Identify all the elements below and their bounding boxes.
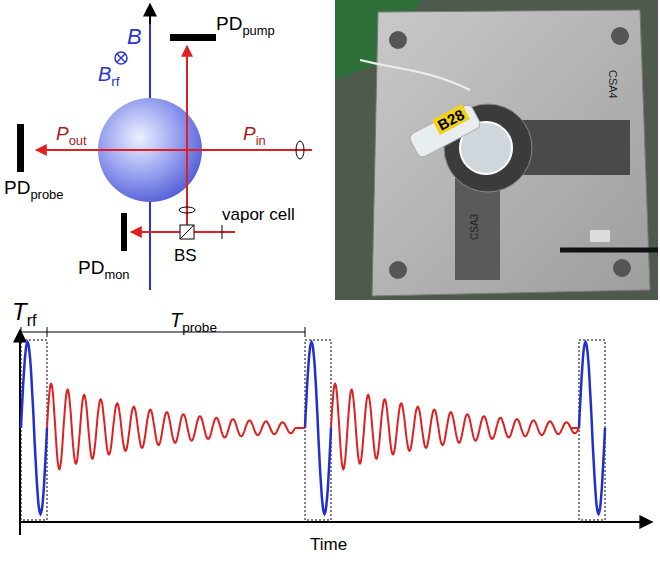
subscript: probe <box>30 187 63 202</box>
subscript: mon <box>104 267 129 282</box>
field-label: B <box>98 63 111 85</box>
power-label-group: Pin <box>243 124 266 147</box>
field-label: B <box>127 24 142 49</box>
detector-label: PD <box>216 13 242 34</box>
field-label-group: B <box>127 26 142 48</box>
linear-polarization-symbol <box>222 225 223 239</box>
photo <box>335 0 658 300</box>
subscript: rf <box>27 311 37 329</box>
polarization-symbol <box>179 207 195 213</box>
photo-tag-group: CSA3 <box>470 214 480 240</box>
detector-label-group: PDpump <box>216 14 275 37</box>
axis-label-group: Time <box>310 536 347 553</box>
probe-photodiode <box>17 124 24 172</box>
period-bracket <box>21 327 305 337</box>
part-label-group: vapor cell <box>222 206 295 223</box>
detector-label: PD <box>4 177 30 198</box>
power-label: P <box>243 123 256 144</box>
detector-label-group: PDmon <box>78 258 130 281</box>
photo-tag: CSA4 <box>607 70 619 99</box>
field-label-group: Brf <box>98 64 120 88</box>
detector-label-group: PDprobe <box>4 178 63 201</box>
detector-label: PD <box>78 257 104 278</box>
subscript: out <box>69 133 87 148</box>
y-axis <box>19 330 21 535</box>
polarization-symbol <box>296 141 304 159</box>
monitor-beam <box>131 231 180 233</box>
photo-tag: CSA3 <box>469 214 480 240</box>
part-label-group: BS <box>174 247 197 264</box>
subscript: in <box>256 133 266 148</box>
power-label-group: Pout <box>56 124 87 147</box>
axis-arrow <box>149 4 151 24</box>
subscript: rf <box>111 74 119 89</box>
rf-pulse <box>21 342 605 514</box>
subscript: probe <box>182 320 217 335</box>
axis-label: Time <box>310 535 347 554</box>
part-label: BS <box>174 246 197 265</box>
photo-tag-group: CSA4 <box>607 70 618 99</box>
period-label-group: Trf <box>12 300 37 328</box>
subscript: pump <box>242 23 274 38</box>
part-label: vapor cell <box>222 205 295 224</box>
time-axis <box>20 521 652 523</box>
probe-beam <box>36 149 312 151</box>
period-label: T <box>12 298 27 325</box>
pump-photodiode <box>170 34 216 41</box>
beam-splitter <box>180 225 194 239</box>
rf-field-symbol <box>115 52 127 64</box>
probe-signal <box>47 384 579 470</box>
period-label: T <box>170 309 182 331</box>
burst-window <box>21 340 605 520</box>
monitor-photodiode <box>121 213 127 251</box>
power-label: P <box>56 123 69 144</box>
period-label-group: Tprobe <box>170 310 217 334</box>
pump-beam <box>186 46 188 232</box>
